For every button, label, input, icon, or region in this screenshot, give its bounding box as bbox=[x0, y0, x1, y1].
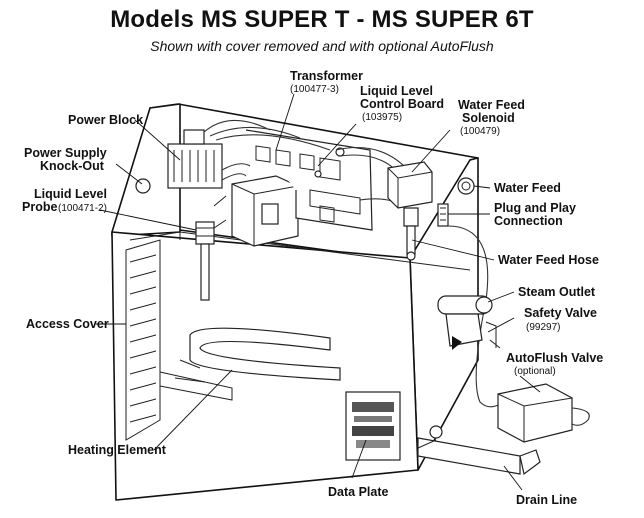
label-liquid-level-board-pn: (103975) bbox=[362, 112, 402, 123]
label-transformer-pn: (100477-3) bbox=[290, 84, 339, 95]
label-transformer: Transformer bbox=[290, 69, 363, 83]
label-autoflush-optional: (optional) bbox=[514, 366, 556, 377]
label-power-supply-2: Knock-Out bbox=[40, 159, 105, 173]
water-feed-solenoid bbox=[387, 161, 433, 261]
plug-and-play-connection bbox=[437, 203, 449, 227]
safety-valve bbox=[445, 313, 501, 350]
label-liquid-level-board-1: Liquid Level bbox=[360, 84, 433, 98]
label-liquid-level-probe-1: Liquid Level bbox=[34, 187, 107, 201]
autoflush-valve bbox=[497, 383, 590, 443]
label-access-cover: Access Cover bbox=[26, 317, 109, 331]
label-heating-element: Heating Element bbox=[68, 443, 167, 457]
page-subtitle: Shown with cover removed and with option… bbox=[150, 38, 494, 54]
label-water-feed-solenoid-2: Solenoid bbox=[462, 111, 515, 125]
label-water-feed: Water Feed bbox=[494, 181, 561, 195]
label-power-block: Power Block bbox=[68, 113, 143, 127]
label-steam-outlet: Steam Outlet bbox=[518, 285, 596, 299]
transformer bbox=[213, 175, 299, 247]
label-liquid-level-probe-2: Probe bbox=[22, 200, 57, 214]
liquid-level-probe bbox=[195, 221, 215, 301]
steam-outlet bbox=[437, 295, 493, 315]
label-water-feed-solenoid-1: Water Feed bbox=[458, 98, 525, 112]
label-plug-play-1: Plug and Play bbox=[494, 201, 576, 215]
drain-line bbox=[417, 425, 541, 476]
access-cover bbox=[125, 239, 161, 441]
label-autoflush-valve: AutoFlush Valve bbox=[506, 351, 603, 365]
heating-element bbox=[159, 327, 341, 401]
water-feed-hose bbox=[447, 225, 511, 408]
label-drain-line: Drain Line bbox=[516, 493, 577, 507]
label-plug-play-2: Connection bbox=[494, 214, 563, 228]
label-liquid-level-board-2: Control Board bbox=[360, 97, 444, 111]
label-power-supply-1: Power Supply bbox=[24, 146, 107, 160]
label-safety-valve-pn: (99297) bbox=[526, 322, 560, 333]
label-safety-valve: Safety Valve bbox=[524, 306, 597, 320]
label-data-plate: Data Plate bbox=[328, 485, 388, 499]
label-water-feed-solenoid-pn: (100479) bbox=[460, 126, 500, 137]
data-plate bbox=[345, 391, 401, 461]
label-water-feed-hose: Water Feed Hose bbox=[498, 253, 599, 267]
leader-lines bbox=[96, 93, 541, 491]
page-title: Models MS SUPER T - MS SUPER 6T bbox=[110, 6, 534, 33]
label-liquid-level-probe-pn: (100471-2) bbox=[58, 203, 107, 214]
water-feed-fitting bbox=[457, 177, 475, 195]
power-block bbox=[167, 129, 223, 189]
